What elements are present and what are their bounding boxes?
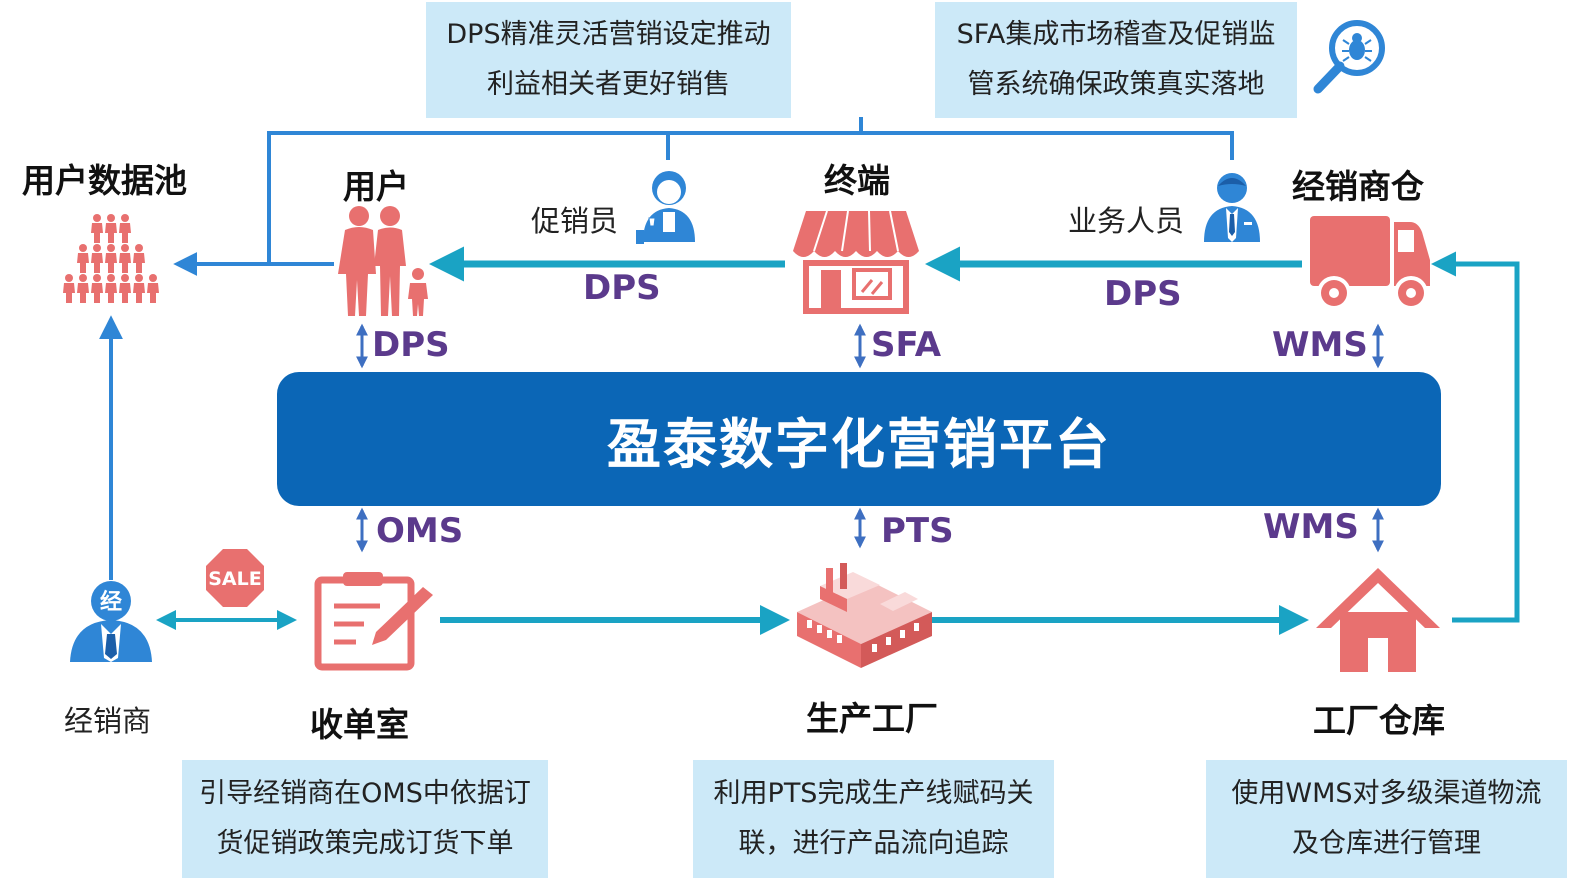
house-icon	[1316, 568, 1440, 672]
label-dealer-warehouse: 经销商仓	[1292, 167, 1424, 206]
factory-icon	[797, 563, 932, 668]
crowd-person-head	[79, 274, 87, 282]
crowd-person-head	[149, 274, 157, 282]
crowd-person-head	[121, 274, 129, 282]
note-line: 利益相关者更好销售	[487, 69, 730, 100]
promoter-icon	[636, 171, 695, 244]
crowd-person-head	[65, 274, 73, 282]
crowd-person-head	[107, 244, 115, 252]
crowd-person-body	[63, 283, 75, 303]
crowd-person-head	[135, 274, 143, 282]
crowd-person-head	[135, 244, 143, 252]
sale-tag-icon	[206, 549, 264, 607]
clipboard-icon	[314, 572, 433, 671]
label-user: 用户	[343, 167, 409, 206]
bug-magnifier-icon	[1313, 20, 1385, 94]
crowd-person-body	[91, 283, 103, 303]
note-wms: 使用WMS对多级渠道物流 及仓库进行管理	[1206, 760, 1567, 878]
crowd-person-head	[121, 214, 129, 222]
note-line: DPS精准灵活营销设定推动	[446, 19, 771, 50]
crowd-person-body	[119, 223, 131, 243]
sale-tag-text: SALE	[208, 568, 261, 590]
crowd-person-head	[107, 214, 115, 222]
label-wms-top: WMS	[1272, 325, 1368, 365]
note-line: 货促销政策完成订货下单	[216, 828, 514, 859]
label-sfa: SFA	[871, 325, 942, 365]
arrow-factory-wh-to-dealer-wh	[1431, 251, 1520, 623]
crowd-icon	[63, 214, 159, 303]
crowd-person-body	[105, 223, 117, 243]
crowd-person-body	[77, 253, 89, 273]
note-oms: 引导经销商在OMS中依据订 货促销政策完成订货下单	[182, 760, 548, 878]
family-icon	[338, 206, 428, 316]
label-oms: OMS	[376, 511, 464, 551]
crowd-person-head	[107, 274, 115, 282]
crowd-person-head	[93, 274, 101, 282]
platform-bar: 盈泰数字化营销平台	[277, 372, 1441, 506]
note-pts: 利用PTS完成生产线赋码关 联，进行产品流向追踪	[693, 760, 1054, 878]
label-terminal: 终端	[824, 161, 890, 200]
label-pts: PTS	[881, 511, 954, 551]
platform-title: 盈泰数字化营销平台	[607, 412, 1111, 476]
crowd-person-head	[93, 244, 101, 252]
note-line: 引导经销商在OMS中依据订	[199, 778, 531, 809]
crowd-person-body	[91, 223, 103, 243]
crowd-person-body	[77, 283, 89, 303]
note-dps: DPS精准灵活营销设定推动 利益相关者更好销售	[426, 2, 791, 118]
label-salesperson: 业务人员	[1068, 204, 1185, 238]
crowd-person-body	[105, 253, 117, 273]
crowd-person-body	[119, 253, 131, 273]
crowd-person-body	[133, 253, 145, 273]
crowd-person-head	[121, 244, 129, 252]
note-line: 管系统确保政策真实落地	[967, 69, 1265, 100]
crowd-person-body	[105, 283, 117, 303]
label-dps-user: DPS	[372, 325, 450, 365]
crowd-person-head	[93, 214, 101, 222]
label-factory-warehouse: 工厂仓库	[1313, 701, 1445, 740]
crowd-person-body	[133, 283, 145, 303]
feedback-bracket	[267, 117, 1234, 264]
label-order-room: 收单室	[310, 705, 409, 744]
label-dps-flow-right: DPS	[1104, 274, 1182, 314]
label-dps-flow-left: DPS	[583, 268, 661, 308]
label-wms-bottom: WMS	[1263, 507, 1359, 547]
note-line: 使用WMS对多级渠道物流	[1231, 778, 1542, 809]
label-promoter: 促销员	[531, 204, 619, 238]
crowd-person-head	[79, 244, 87, 252]
businessman-icon	[1204, 173, 1260, 242]
note-line: 联，进行产品流向追踪	[738, 828, 1009, 859]
note-line: 利用PTS完成生产线赋码关	[713, 778, 1034, 809]
crowd-person-body	[91, 253, 103, 273]
store-icon	[793, 210, 919, 314]
note-line: SFA集成市场稽查及促销监	[956, 19, 1276, 50]
truck-icon	[1310, 216, 1430, 310]
label-factory: 生产工厂	[806, 699, 938, 738]
note-sfa: SFA集成市场稽查及促销监 管系统确保政策真实落地	[935, 2, 1297, 118]
crowd-person-body	[147, 283, 159, 303]
label-user-pool: 用户数据池	[22, 161, 187, 200]
crowd-person-body	[119, 283, 131, 303]
dealer-avatar-glyph: 经	[100, 589, 122, 615]
label-dealer: 经销商	[64, 704, 152, 738]
note-line: 及仓库进行管理	[1292, 828, 1481, 859]
dealer-icon	[70, 581, 152, 662]
